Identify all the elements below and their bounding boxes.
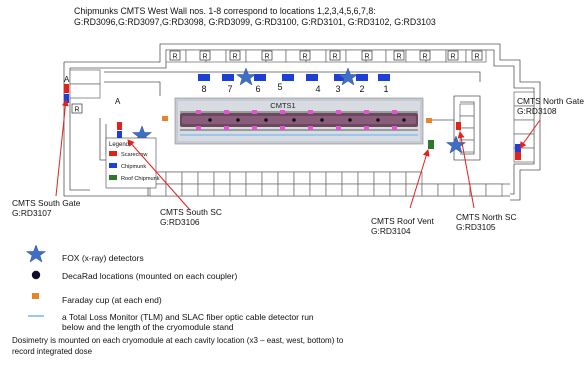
location-label-2: 2 xyxy=(359,84,364,94)
location-label-6: 6 xyxy=(255,84,260,94)
roof-vent-chipmunk xyxy=(428,140,434,149)
header-line-1: Chipmunks CMTS West Wall nos. 1-8 corres… xyxy=(74,6,376,16)
north-gate-chipmunk xyxy=(515,144,521,152)
inner-legend-title: Legend xyxy=(109,142,129,148)
roof-r-10: R xyxy=(450,54,455,61)
key-label-faraday: Faraday cup (at each end) xyxy=(62,295,162,305)
chipmunk-2 xyxy=(356,74,368,81)
callout-north-gate: CMTS North Gate G:RD3108 xyxy=(517,96,585,116)
roof-r-2: R xyxy=(202,54,207,61)
cryomodule: CMTS1 xyxy=(174,97,424,145)
location-label-3: 3 xyxy=(335,84,340,94)
cryomodule-label: CMTS1 xyxy=(270,101,295,110)
arrow-north-gate xyxy=(519,119,541,149)
arrow-south-gate xyxy=(55,99,69,197)
callout-north-sc: CMTS North SC G:RD3105 xyxy=(456,212,517,232)
roof-r-7: R xyxy=(364,54,369,61)
chipmunk-5 xyxy=(282,74,294,81)
inner-legend: Legend Scarecrow Chipmunk Roof Chipmunk xyxy=(105,137,160,189)
key-label-tlm-2: below and the length of the cryomodule s… xyxy=(62,322,234,332)
roof-r-1: R xyxy=(172,54,177,61)
roof-r-8: R xyxy=(396,54,401,61)
fox-star-icon xyxy=(445,135,467,154)
faraday-cup-east xyxy=(426,118,432,123)
south-sc-scarecrow xyxy=(117,122,122,130)
chipmunk-7 xyxy=(222,74,234,81)
chipmunk-3 xyxy=(334,74,346,81)
dosimetry-note-2: record integrated dose xyxy=(12,347,93,356)
arrow-roof-vent xyxy=(409,149,430,209)
decarad-dots xyxy=(208,118,406,122)
gate-letter-south: A xyxy=(64,75,70,84)
roof-r-12: R xyxy=(74,107,79,114)
location-label-1: 1 xyxy=(383,84,388,94)
inner-legend-roof-chipmunk: Roof Chipmunk xyxy=(121,176,160,182)
roof-r-3: R xyxy=(232,54,237,61)
key-label-decarad: DecaRad locations (mounted on each coupl… xyxy=(62,271,238,281)
south-gate-chipmunk xyxy=(64,94,69,103)
chipmunk-4 xyxy=(306,74,318,81)
arrow-north-sc xyxy=(457,131,475,209)
inner-legend-scarecrow: Scarecrow xyxy=(121,152,148,158)
key-symbols xyxy=(25,244,47,317)
roof-r-4: R xyxy=(264,54,269,61)
chipmunk-1 xyxy=(378,74,390,81)
fox-star-icon xyxy=(235,67,257,86)
arrow-south-sc xyxy=(127,139,191,211)
gate-letter-sc: A xyxy=(115,97,121,106)
roof-r-9: R xyxy=(422,54,427,61)
location-label-7: 7 xyxy=(227,84,232,94)
south-sc-chipmunk xyxy=(117,131,122,139)
floor-plan: R R R R R R R R R R R R 8 7 6 5 4 3 2 1 xyxy=(55,43,541,211)
inner-legend-chipmunk: Chipmunk xyxy=(121,164,146,170)
north-gate-scarecrow xyxy=(515,152,521,160)
key-faraday-icon xyxy=(32,293,39,299)
dosimetry-note-1: Dosimetry is mounted on each cryomodule … xyxy=(12,336,344,345)
roof-r-11: R xyxy=(474,54,479,61)
key-label-fox: FOX (x-ray) detectors xyxy=(62,253,144,263)
chipmunk-8 xyxy=(198,74,210,81)
header-line-2: G:RD3096,G:RD3097,G:RD3098, G:RD3099, G:… xyxy=(74,17,436,27)
callout-roof-vent: CMTS Roof Vent G:RD3104 xyxy=(371,216,434,236)
roof-r-5: R xyxy=(302,54,307,61)
key-label-tlm: a Total Loss Monitor (TLM) and SLAC fibe… xyxy=(62,312,314,322)
location-label-5: 5 xyxy=(277,82,282,92)
location-label-8: 8 xyxy=(201,84,206,94)
roof-markers: R R R R R R R R R R R R xyxy=(71,50,483,114)
faraday-cup-west xyxy=(162,116,168,121)
key-star-icon xyxy=(25,244,47,263)
fox-star-icon xyxy=(337,67,359,86)
callout-south-sc: CMTS South SC G:RD3106 xyxy=(160,207,222,227)
south-gate-scarecrow xyxy=(64,84,69,93)
chipmunk-6 xyxy=(254,74,266,81)
roof-r-6: R xyxy=(332,54,337,61)
callout-south-gate: CMTS South Gate G:RD3107 xyxy=(12,198,81,218)
key-dot-icon xyxy=(31,270,41,280)
west-wall-chipmunks xyxy=(198,74,390,81)
wall-blocks-top xyxy=(165,49,487,63)
location-label-4: 4 xyxy=(315,84,320,94)
north-sc-scarecrow xyxy=(456,122,461,130)
wall-blocks-bottom xyxy=(149,171,503,197)
